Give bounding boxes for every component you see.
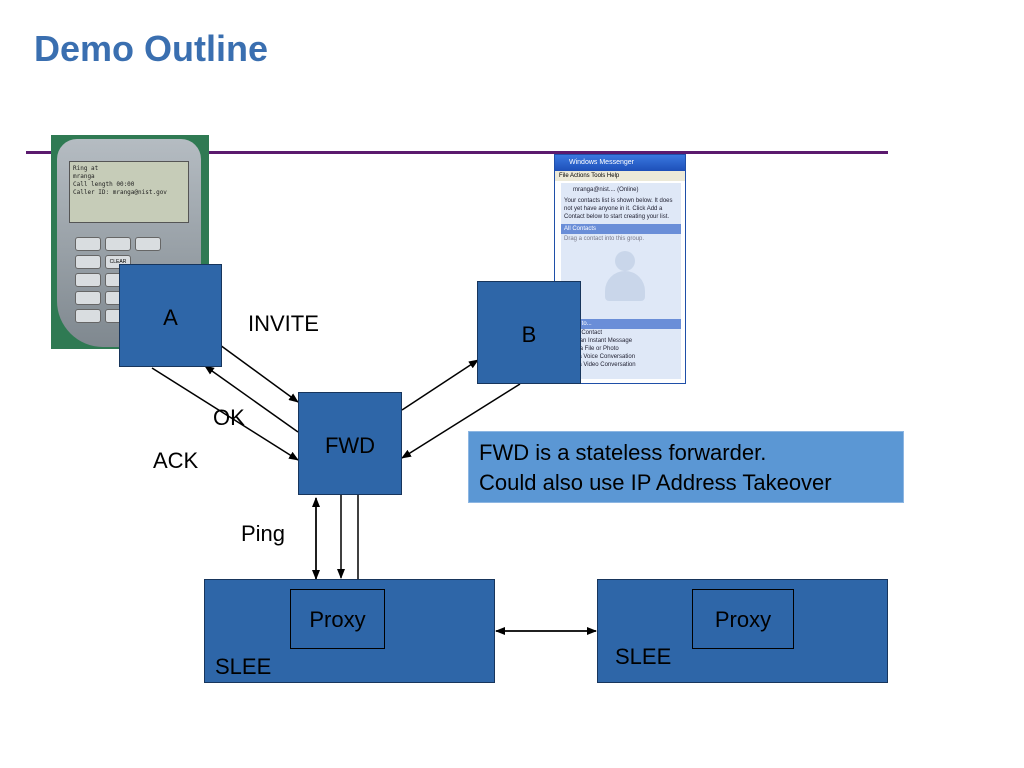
phone-key	[135, 237, 161, 251]
messenger-info: Your contacts list is shown below. It do…	[564, 198, 673, 220]
node-a: A	[119, 264, 222, 367]
messenger-user: mranga@nist.... (Online)	[561, 183, 681, 194]
messenger-title: Windows Messenger	[569, 159, 634, 166]
proxy-right: Proxy	[692, 589, 794, 649]
messenger-menu: File Actions Tools Help	[555, 171, 685, 181]
title-divider	[26, 151, 888, 154]
note-box: FWD is a stateless forwarder. Could also…	[468, 431, 904, 503]
arrow-invite	[219, 344, 299, 403]
messenger-task: Send an Instant Message	[564, 338, 633, 344]
phone-screen: Ring at mranga Call length 00:00 Caller …	[69, 161, 189, 223]
slee-right-label: SLEE	[615, 644, 672, 669]
messenger-task: Start a Video Conversation	[564, 362, 636, 368]
arrow-ok	[204, 365, 299, 433]
slee-left-label: SLEE	[215, 654, 272, 679]
arrow-fwd-to-b	[401, 359, 479, 411]
phone-key	[105, 237, 131, 251]
arrow-b-to-fwd	[401, 383, 521, 459]
note-line: FWD is a stateless forwarder.	[479, 440, 767, 465]
phone-screen-line: Ring at	[73, 165, 99, 172]
messenger-group-hint: Drag a contact into this group.	[564, 236, 645, 242]
phone-key	[75, 291, 101, 305]
messenger-pane: mranga@nist.... (Online) Your contacts l…	[561, 183, 681, 379]
page-title: Demo Outline	[34, 28, 269, 69]
slee-left: Proxy SLEE	[204, 579, 495, 683]
messenger-task: Add a Contact	[564, 330, 603, 336]
messenger-username: mranga@nist....	[573, 187, 616, 193]
phone-screen-line: mranga	[73, 173, 95, 180]
phone-screen-line: Call length 00:00	[73, 181, 135, 188]
node-fwd: FWD	[298, 392, 402, 495]
messenger-group: All Contacts	[561, 224, 681, 234]
phone-key	[75, 273, 101, 287]
proxy-left: Proxy	[290, 589, 385, 649]
messenger-titlebar: Windows Messenger	[555, 155, 685, 171]
label-ping: Ping	[241, 521, 286, 546]
messenger-task: Send a File or Photo	[564, 346, 619, 352]
node-a-label: A	[163, 305, 178, 330]
label-ack: ACK	[153, 448, 199, 473]
slee-right: Proxy SLEE	[597, 579, 888, 683]
messenger-buddy-icon	[601, 251, 645, 301]
note-line: Could also use IP Address Takeover	[479, 470, 832, 495]
label-invite: INVITE	[248, 311, 319, 336]
node-b-label: B	[521, 322, 537, 347]
node-fwd-label: FWD	[324, 433, 376, 458]
messenger-status: (Online)	[617, 187, 639, 193]
phone-key	[75, 255, 101, 269]
phone-screen-line: Caller ID: mranga@nist.gov	[73, 189, 167, 196]
arrow-ack	[151, 367, 299, 461]
phone-key	[75, 309, 101, 323]
node-b: B	[477, 281, 581, 384]
phone-key	[75, 237, 101, 251]
messenger-task: Start a Voice Conversation	[564, 354, 636, 360]
label-ok: OK	[213, 405, 245, 430]
